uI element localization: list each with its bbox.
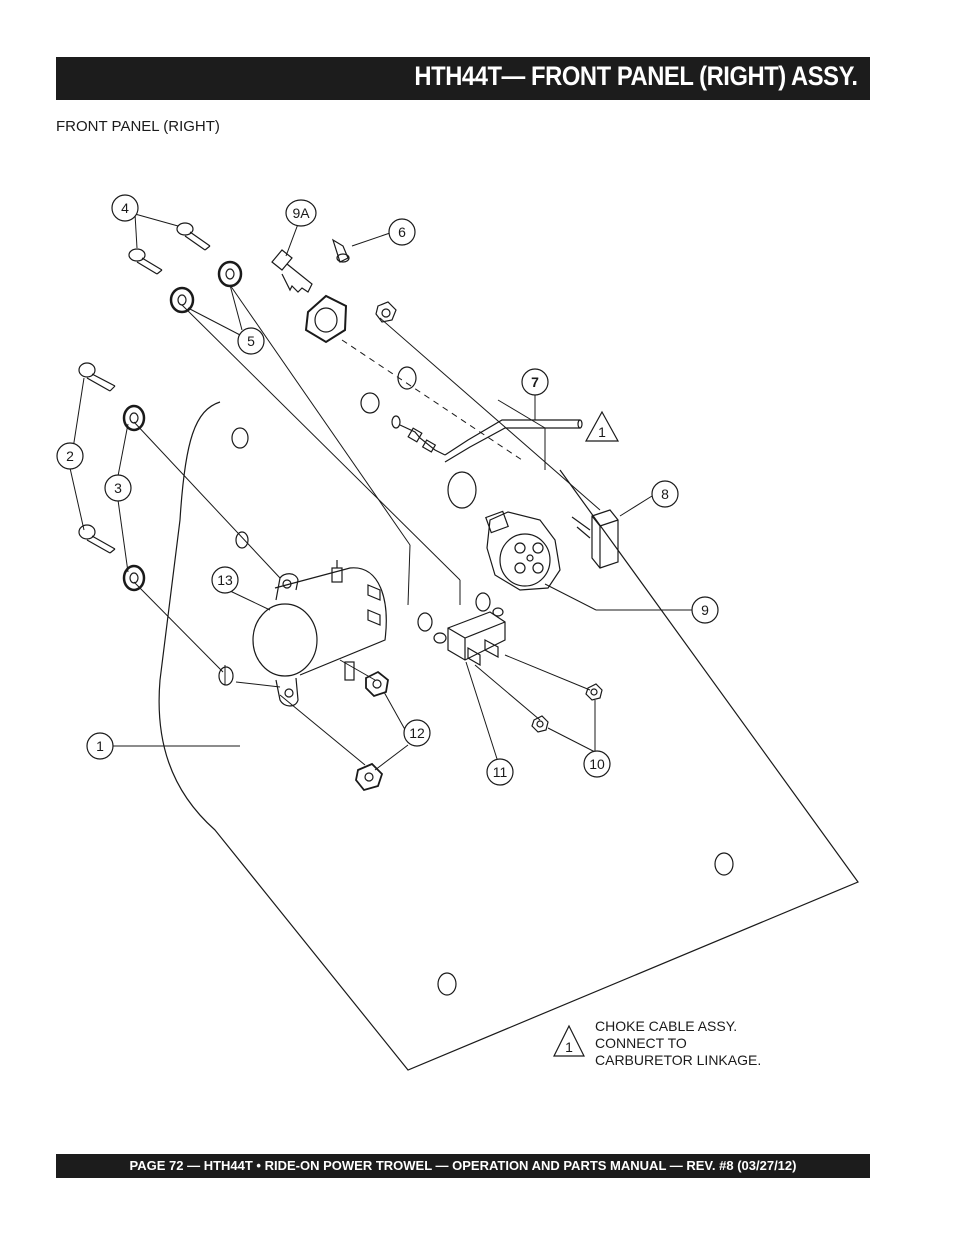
circuit-breaker-part-11: [433, 607, 506, 667]
callout-4: 4: [121, 200, 129, 216]
washer-part-5-upper: [217, 260, 243, 288]
callout-9: 9: [701, 602, 709, 618]
nut-part-10-upper: [585, 683, 603, 701]
warning-triangle-icon: [584, 410, 620, 442]
page-title: HTH44T— FRONT PANEL (RIGHT) ASSY.: [414, 61, 859, 91]
callout-7: 7: [531, 374, 539, 390]
ignition-switch-part-9: [485, 510, 561, 591]
assembly-center-lines: [133, 284, 601, 766]
callout-9a: 9A: [292, 205, 310, 221]
warning-triangle-number: 1: [598, 424, 606, 440]
callout-circles: [56, 194, 719, 786]
washer-part-5-lower: [169, 286, 195, 314]
callout-leaders: [69, 213, 692, 771]
note-triangle-number: 1: [565, 1039, 573, 1055]
nut-part-12-lower: [355, 762, 384, 792]
note-line-3: CARBURETOR LINKAGE.: [595, 1052, 762, 1068]
footer-text: PAGE 72 — HTH44T • RIDE-ON POWER TROWEL …: [129, 1158, 797, 1173]
screw-part-4-upper: [176, 222, 211, 251]
note-warning-triangle-icon: [553, 1024, 585, 1057]
callout-11: 11: [493, 764, 508, 780]
callout-3: 3: [114, 480, 122, 496]
toggle-boot-part-6: [331, 238, 350, 263]
callout-8: 8: [661, 486, 669, 502]
front-panel-plate: [158, 366, 859, 1071]
note-line-1: CHOKE CABLE ASSY.: [595, 1018, 738, 1034]
nut-part-10-lower: [531, 715, 549, 733]
footer-bar: PAGE 72 — HTH44T • RIDE-ON POWER TROWEL …: [56, 1154, 870, 1178]
solenoid-part-13: [252, 560, 387, 707]
header-bar: HTH44T— FRONT PANEL (RIGHT) ASSY.: [56, 57, 870, 100]
note-line-2: CONNECT TO: [595, 1035, 687, 1051]
toggle-switch-part-8: [571, 509, 619, 569]
choke-cable-part-7: [391, 415, 583, 463]
ignition-switch-nut: [304, 294, 348, 344]
callout-2: 2: [66, 448, 74, 464]
callout-1: 1: [96, 738, 104, 754]
screw-part-4-lower: [128, 248, 163, 275]
callout-6: 6: [398, 224, 406, 240]
callout-5: 5: [247, 333, 255, 349]
ignition-key-part-9a: [271, 249, 313, 293]
callout-13: 13: [217, 572, 233, 588]
toggle-nut: [375, 301, 397, 323]
screw-part-2-lower: [78, 524, 116, 554]
washer-part-3-lower: [122, 564, 146, 592]
nut-part-12-upper: [365, 670, 389, 698]
screw-part-2-upper: [78, 362, 116, 392]
callout-12: 12: [409, 725, 425, 741]
washer-part-3-upper: [122, 404, 146, 432]
callout-10: 10: [589, 756, 605, 772]
choke-cable-note: CHOKE CABLE ASSY. CONNECT TO CARBURETOR …: [595, 1018, 761, 1069]
diagram-subtitle: FRONT PANEL (RIGHT): [56, 118, 220, 135]
